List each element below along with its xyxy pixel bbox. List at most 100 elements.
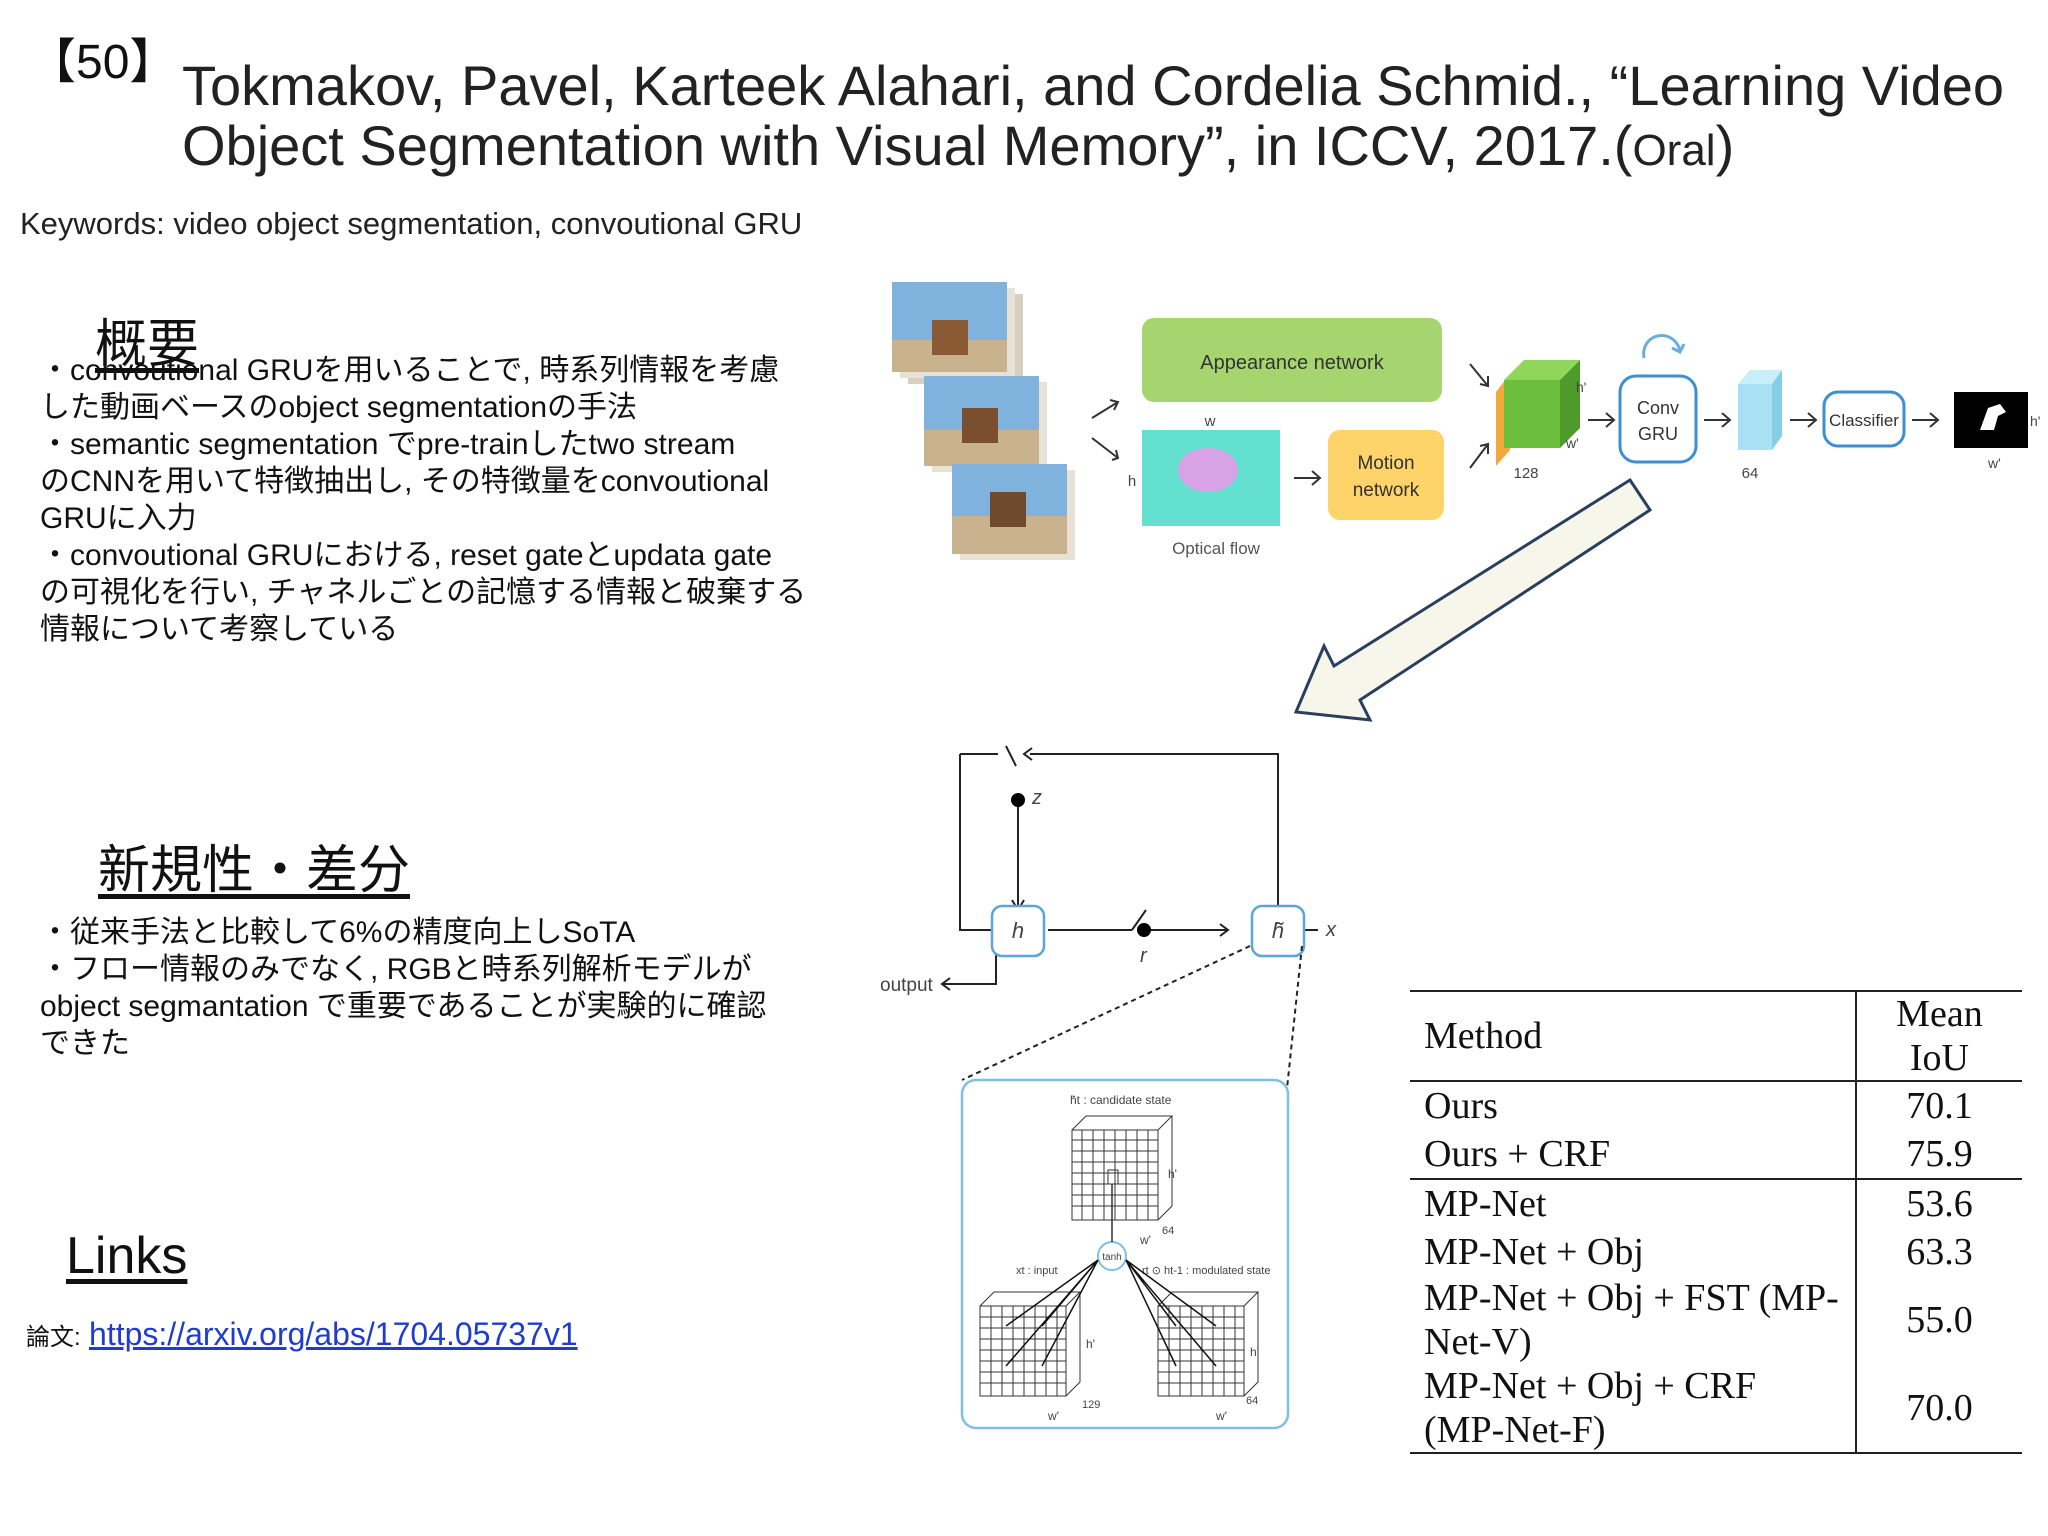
method-cell: MP-Net [1410,1178,1856,1228]
iou-cell: 53.6 [1854,1178,2022,1228]
method-cell: Ours + CRF [1424,1133,1611,1175]
iou-cell: 55.0 [1854,1276,2022,1364]
input-w-label: w' [1047,1409,1059,1423]
modulated-64-label: 64 [1246,1395,1258,1407]
motion-network-label-2: network [1353,480,1420,501]
cube-h-label: h' [1576,379,1586,395]
method-cell: Ours [1424,1085,1498,1127]
novelty-heading: 新規性・差分 [98,842,411,900]
classifier-label: Classifier [1829,411,1899,430]
candidate-grid [1071,1115,1174,1221]
gru-diagram: z r h h̃ x output h̃t : candidate state … [880,745,1337,1430]
novelty-line: できた [40,1027,130,1060]
feature-arrows [1469,363,1489,469]
paper-link-row: 論文: https://arxiv.org/abs/1704.05737v1 [26,1316,578,1353]
to-gru-arrow [1588,412,1616,428]
modulated-grid [1125,1259,1260,1397]
input-h-label: h' [1086,1337,1095,1351]
optical-flow-label: Optical flow [1172,539,1261,558]
candidate-label: h̃t : candidate state [1070,1093,1172,1107]
to-mask-arrow [1912,412,1940,428]
modulated-h-label: h' [1250,1345,1259,1359]
table-header-row: Method Mean IoU [1410,990,2022,1082]
htilde-node-label: h̃ [1272,918,1284,943]
mask-h-label: h' [2030,413,2040,429]
recurrent-loop-icon [1642,334,1686,359]
zoom-arrow [1293,477,1653,722]
z-gate-dot [1011,793,1025,807]
input-label: xt : input [1016,1265,1058,1277]
title-line-1: Tokmakov, Pavel, Karteek Alahari, and Co… [182,54,2005,117]
to-64-arrow [1704,412,1732,428]
table-row: Ours 70.1 [1410,1081,2022,1130]
paper-link[interactable]: https://arxiv.org/abs/1704.05737v1 [89,1316,578,1352]
paper-link-label: 論文: [26,1324,81,1351]
flow-w-label: w [1204,413,1216,430]
motion-network-label-1: Motion [1357,453,1414,474]
table-row: MP-Net + Obj + FST (MP-Net-V) 55.0 [1410,1276,2022,1364]
candidate-64-label: 64 [1162,1225,1174,1237]
input-129-label: 129 [1082,1399,1100,1411]
results-table: Method Mean IoU Ours 70.1 Ours + CRF 75.… [1410,990,2022,1454]
modulated-w-label: w' [1215,1409,1227,1423]
novelty-line: ・フロー情報のみでなく, RGBと時系列解析モデルが [40,953,752,986]
paper-title: Tokmakov, Pavel, Karteek Alahari, and Co… [182,56,2042,181]
input-grid [979,1259,1099,1397]
table-row: MP-Net 53.6 [1410,1178,2022,1228]
iou-cell: 75.9 [1854,1130,2022,1179]
flow-arrow [1294,470,1322,486]
h-node-label: h [1012,918,1024,943]
input-frames [892,282,1075,560]
htilde-node [1250,904,1306,958]
overview-line: ・convoutional GRUにおける, reset gateとupdata… [40,539,773,572]
flow-h-label: h [1128,473,1136,490]
mask-w-label: w' [1987,455,2001,471]
dim-128-label: 128 [1513,465,1538,482]
to-classifier-arrow [1790,412,1818,428]
title-line-2: Object Segmentation with Visual Memory”,… [182,116,2042,181]
appearance-network-box [1142,318,1442,402]
feature-cube-64 [1738,370,1782,450]
method-cell: MP-Net + Obj [1424,1231,1644,1273]
motion-network-box [1328,430,1444,520]
x-label: x [1325,919,1337,941]
overview-line: 情報について考察している [40,613,399,646]
overview-line: ・semantic segmentation でpre-trainしたtwo s… [40,428,736,461]
z-label: z [1031,787,1042,809]
novelty-line: object segmantation で重要であることが実験的に確認 [40,990,767,1023]
tanh-label: tanh [1102,1252,1121,1263]
mask-horse-shape [1980,404,2006,430]
overview-line: の可視化を行い, チャネルごとの記憶する情報と破棄する [40,576,807,609]
iou-header: Mean IoU [1854,990,2022,1082]
method-cell: MP-Net + Obj + CRF (MP-Net-F) [1410,1364,1856,1454]
overview-heading: 概要 [95,316,200,374]
candidate-h-label: h' [1168,1167,1177,1181]
overview-line: のCNNを用いて特徴抽出し, その特徴量をconvoutional [40,465,770,498]
output-label: output [880,975,934,996]
table-row: MP-Net + Obj 63.3 [1410,1228,2022,1276]
appearance-network-label: Appearance network [1200,352,1384,374]
zoom-arrow-shape [1293,477,1653,722]
title-oral: Oral [1632,126,1716,175]
overview-line: GRUに入力 [40,502,197,535]
modulated-label: rt ⊙ ht-1 : modulated state [1142,1265,1270,1277]
conv-gru-label-1: Conv [1637,398,1679,418]
table-row: MP-Net + Obj + CRF (MP-Net-F) 70.0 [1410,1364,2022,1454]
iou-cell: 70.1 [1854,1081,2022,1130]
h-node [990,904,1046,958]
keywords: Keywords: video object segmentation, con… [20,206,803,241]
optical-flow-blob [1178,448,1238,492]
novelty-text: ・従来手法と比較して6%の精度向上しSoTA ・フロー情報のみでなく, RGBと… [40,914,880,1062]
dim-64-label: 64 [1742,465,1759,482]
overview-line: した動画ベースのobject segmentationの手法 [40,391,638,424]
cube-w-label: w' [1565,435,1579,451]
novelty-line: ・従来手法と比較して6%の精度向上しSoTA [40,916,636,949]
overview-text: ・convoutional GRUを用いることで, 時系列情報を考慮 した動画ベ… [40,352,880,648]
table-row: Ours + CRF 75.9 [1410,1130,2022,1179]
links-heading: Links [66,1227,188,1285]
pipeline-figure: Appearance network w h Optical flow Moti… [892,282,2040,560]
title-line-2-text: Object Segmentation with Visual Memory”,… [182,114,1633,177]
title-close: ) [1715,114,1735,177]
iou-cell: 70.0 [1854,1364,2022,1454]
zoom-dashed-right [1285,945,1303,1099]
